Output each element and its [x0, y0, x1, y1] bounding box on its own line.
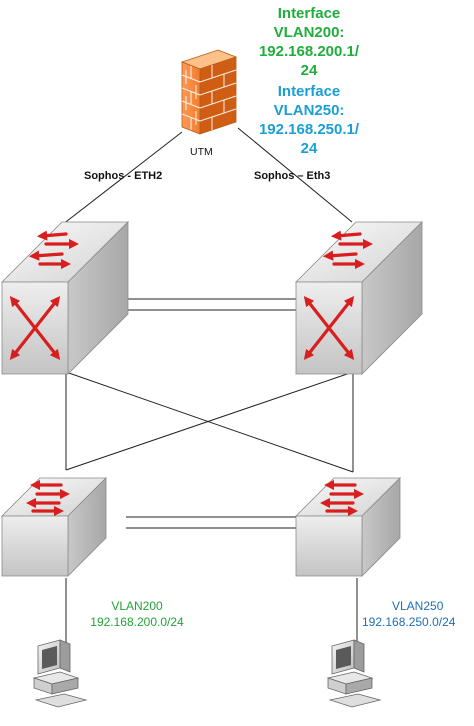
desktop-computer-icon — [326, 639, 382, 708]
core-switch-right — [295, 221, 423, 375]
access-switch-left — [1, 477, 107, 577]
core-switch-left — [1, 221, 129, 375]
link-utm-right-core — [237, 127, 353, 223]
interface-vlan200-line2: VLAN200: — [273, 24, 345, 41]
subnet-right-name: VLAN250 — [392, 599, 444, 613]
access-switch-right — [295, 477, 401, 577]
interface-vlan200-label: Interface VLAN200: 192.168.200.1/ 24 — [244, 4, 374, 80]
subnet-right-label: VLAN250 192.168.250.0/24 — [362, 598, 474, 630]
port-label-right: Sophos – Eth3 — [254, 170, 331, 182]
interface-vlan250-line4: 24 — [300, 140, 318, 157]
interface-vlan250-label: Interface VLAN250: 192.168.250.1/ 24 — [244, 82, 374, 158]
subnet-left-label: VLAN200 192.168.200.0/24 — [78, 598, 196, 630]
link-utm-left-core — [57, 131, 183, 229]
firewall-brick-icon — [180, 49, 238, 135]
links — [57, 127, 358, 650]
desktop-computer-icon — [32, 639, 88, 708]
subnet-left-name: VLAN200 — [111, 599, 163, 613]
subnet-left-network: 192.168.200.0/24 — [90, 615, 184, 629]
utm-label: UTM — [190, 146, 213, 158]
port-label-left: Sophos - ETH2 — [84, 170, 163, 182]
link-left-core-right-access — [65, 371, 354, 473]
subnet-right-network: 192.168.250.0/24 — [362, 615, 456, 629]
interface-vlan250-line3: 192.168.250.1/ — [258, 121, 360, 138]
interface-vlan250-line2: VLAN250: — [273, 102, 345, 119]
interface-vlan200-line1: Interface — [277, 5, 341, 22]
interface-vlan250-line1: Interface — [277, 83, 341, 100]
interface-vlan200-line4: 24 — [300, 62, 318, 79]
interface-vlan200-line3: 192.168.200.1/ — [258, 43, 360, 60]
link-right-core-left-access — [65, 371, 354, 471]
